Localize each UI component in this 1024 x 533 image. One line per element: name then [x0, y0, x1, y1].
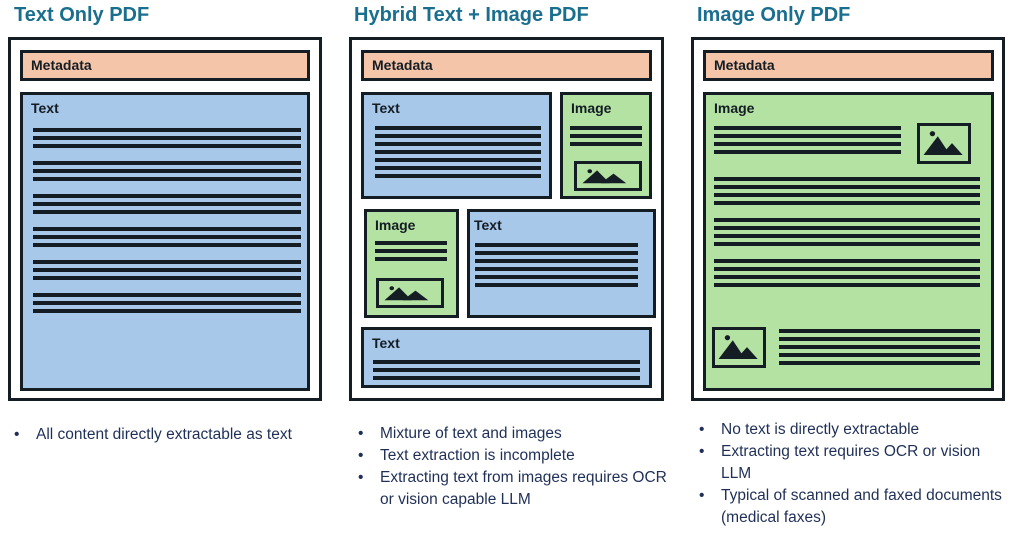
text-lines — [33, 128, 301, 317]
image-block-label: Image — [714, 100, 755, 116]
bullet-item: Extracting text requires OCR or vision L… — [693, 441, 1013, 485]
image-block-label: Image — [375, 217, 416, 233]
text-only-pdf-page: Metadata Text — [8, 37, 322, 401]
column-title-text-only: Text Only PDF — [14, 4, 150, 26]
bullet-item: Mixture of text and images — [352, 423, 672, 445]
text-lines — [475, 243, 638, 291]
image-caption-lines — [570, 126, 642, 150]
image-only-pdf-page: Metadata Image — [691, 37, 1005, 401]
bullet-item: All content directly extractable as text — [8, 424, 318, 446]
column-title-image-only: Image Only PDF — [697, 4, 851, 26]
text-block-label: Text — [474, 217, 502, 233]
image-text-lines — [714, 126, 901, 158]
text-block-label: Text — [31, 100, 59, 116]
image-block: Image — [560, 92, 652, 199]
text-block: Text — [467, 209, 656, 318]
metadata-block: Metadata — [20, 50, 310, 81]
landscape-picture-icon — [917, 123, 971, 164]
bullet-item: Text extraction is incomplete — [352, 445, 672, 467]
text-lines — [373, 360, 640, 384]
text-block-label: Text — [372, 100, 400, 116]
metadata-block: Metadata — [703, 50, 994, 81]
image-caption-lines — [375, 241, 447, 265]
hybrid-pdf-page: Metadata Text Image Image — [349, 37, 664, 401]
text-block: Text — [361, 327, 652, 388]
image-only-bullets: No text is directly extractable Extracti… — [693, 419, 1013, 529]
metadata-block: Metadata — [361, 50, 652, 81]
metadata-label: Metadata — [31, 57, 92, 73]
metadata-label: Metadata — [714, 57, 775, 73]
landscape-picture-icon — [712, 327, 766, 368]
image-block-label: Image — [571, 100, 612, 116]
image-text-lines — [779, 329, 980, 369]
image-text-lines — [714, 177, 980, 291]
text-block-label: Text — [372, 335, 400, 351]
text-block: Text — [20, 92, 310, 391]
metadata-label: Metadata — [372, 57, 433, 73]
hybrid-bullets: Mixture of text and images Text extracti… — [352, 423, 672, 511]
bullet-item: Typical of scanned and faxed documents (… — [693, 485, 1013, 529]
column-title-hybrid: Hybrid Text + Image PDF — [354, 4, 589, 26]
image-block: Image — [364, 209, 459, 318]
landscape-picture-icon — [376, 278, 444, 308]
image-block: Image — [703, 92, 994, 391]
landscape-picture-icon — [574, 161, 642, 191]
text-only-bullets: All content directly extractable as text — [8, 424, 318, 446]
bullet-item: Extracting text from images requires OCR… — [352, 467, 672, 511]
text-lines — [375, 126, 541, 182]
bullet-item: No text is directly extractable — [693, 419, 1013, 441]
text-block: Text — [361, 92, 552, 199]
